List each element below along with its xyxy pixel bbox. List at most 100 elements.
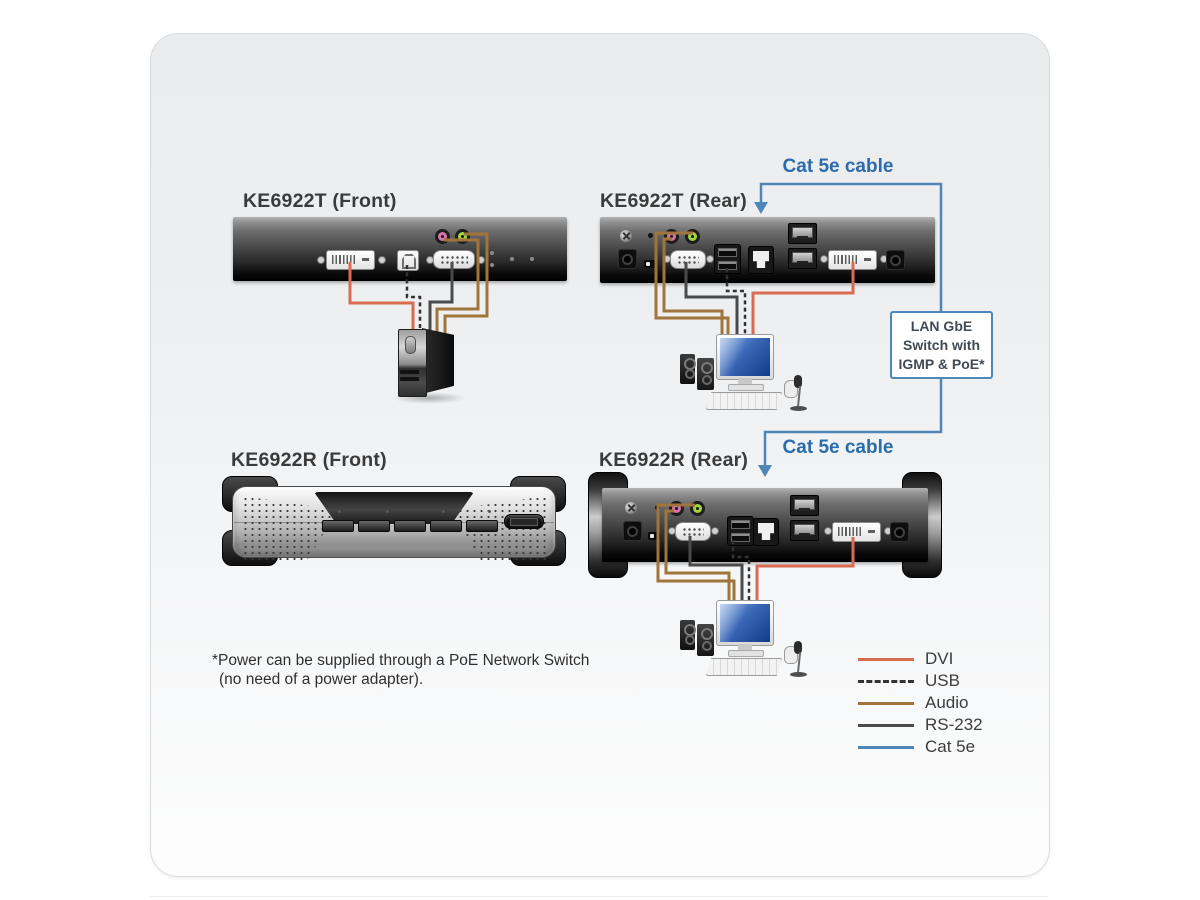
status-led bbox=[530, 257, 534, 261]
speaker-audio-jack bbox=[690, 501, 705, 516]
monitor bbox=[716, 600, 774, 646]
page-divider bbox=[150, 896, 1048, 897]
dvi-port bbox=[326, 250, 375, 270]
usb-b-port bbox=[397, 250, 419, 271]
lan-rj45-port bbox=[753, 518, 779, 546]
speaker-icon bbox=[680, 354, 696, 384]
screw-icon bbox=[477, 256, 485, 264]
title-ke6922t-front: KE6922T (Front) bbox=[243, 190, 397, 212]
lan-switch-box-line: LAN GbE bbox=[910, 317, 973, 334]
microphone-base bbox=[790, 672, 807, 677]
legend-label: DVI bbox=[925, 649, 954, 668]
rs232-db9-port bbox=[433, 250, 475, 269]
legend-item: Cat 5e bbox=[858, 736, 983, 758]
speaker-icon bbox=[697, 624, 714, 656]
monitor-stand bbox=[738, 378, 752, 385]
speaker-icon bbox=[680, 620, 696, 650]
mic-audio-jack bbox=[435, 229, 450, 244]
ke6922t-rear-device bbox=[600, 217, 935, 283]
legend-swatch-cat5e bbox=[858, 745, 914, 749]
monitor-base bbox=[728, 650, 764, 657]
mode-switch bbox=[648, 532, 660, 540]
legend-swatch-audio bbox=[858, 701, 914, 705]
monitor-screen bbox=[720, 338, 770, 376]
status-led bbox=[510, 257, 514, 261]
mic-audio-jack bbox=[669, 501, 684, 516]
legend-label: RS-232 bbox=[925, 715, 983, 734]
ke6922r-front-device bbox=[218, 470, 570, 570]
speaker-icon bbox=[697, 358, 714, 390]
rs232-db9-port bbox=[670, 250, 706, 269]
legend-label: Audio bbox=[925, 693, 969, 712]
screw-icon bbox=[706, 255, 714, 263]
usb-a-ports bbox=[727, 516, 754, 546]
screw-icon bbox=[317, 256, 325, 264]
screw-icon bbox=[824, 527, 832, 535]
keyboard bbox=[706, 392, 782, 410]
dvi-port bbox=[828, 250, 877, 270]
status-led bbox=[490, 251, 494, 255]
legend-swatch-dvi bbox=[858, 657, 914, 661]
reset-hole bbox=[655, 505, 660, 510]
status-led bbox=[442, 510, 445, 513]
mic-audio-jack bbox=[664, 229, 679, 244]
panel-button bbox=[466, 520, 498, 532]
title-ke6922t-rear: KE6922T (Rear) bbox=[600, 190, 747, 212]
lan-switch-box-line: Switch with bbox=[903, 336, 980, 353]
front-bezel-band bbox=[314, 492, 474, 524]
panel-button bbox=[394, 520, 426, 532]
monitor bbox=[716, 334, 774, 380]
status-led bbox=[386, 510, 389, 513]
workstation bbox=[678, 330, 818, 422]
cat5e-cable-label-bottom: Cat 5e cable bbox=[782, 437, 894, 458]
rs232-db9-port bbox=[675, 522, 711, 541]
screw-icon bbox=[820, 255, 828, 263]
title-ke6922r-rear: KE6922R (Rear) bbox=[599, 449, 749, 471]
legend-swatch-rs232 bbox=[858, 723, 914, 727]
monitor-base bbox=[728, 384, 764, 391]
footnote-line: (no need of a power adapter). bbox=[219, 671, 424, 688]
panel-button bbox=[430, 520, 462, 532]
status-led bbox=[488, 510, 491, 513]
lan-switch-box-line: IGMP & PoE* bbox=[898, 355, 985, 372]
power-jack bbox=[623, 521, 642, 541]
power-jack bbox=[890, 522, 909, 542]
workstation bbox=[678, 596, 818, 688]
drive-bay bbox=[400, 377, 419, 381]
monitor-stand bbox=[738, 644, 752, 651]
power-jack bbox=[618, 249, 637, 269]
speaker-audio-jack bbox=[455, 229, 470, 244]
legend-item: Audio bbox=[858, 692, 983, 714]
dvi-port bbox=[832, 522, 881, 542]
legend-label: USB bbox=[925, 671, 960, 690]
lan-rj45-port bbox=[748, 246, 774, 274]
status-led bbox=[338, 510, 341, 513]
legend-item: RS-232 bbox=[858, 714, 983, 736]
sfp-port bbox=[790, 495, 819, 516]
footnote-line: *Power can be supplied through a PoE Net… bbox=[212, 652, 590, 669]
sfp-port bbox=[790, 520, 819, 541]
mode-switch bbox=[644, 260, 656, 268]
lan-switch-box: LAN GbE Switch with IGMP & PoE* bbox=[890, 311, 993, 379]
drive-bay bbox=[400, 370, 419, 374]
ke6922r-rear-device bbox=[588, 470, 942, 580]
speaker-audio-jack bbox=[685, 229, 700, 244]
tower-front bbox=[398, 329, 427, 397]
keyboard bbox=[706, 658, 782, 676]
ke6922t-front-device bbox=[233, 217, 567, 281]
panel-button bbox=[358, 520, 390, 532]
monitor-screen bbox=[720, 604, 770, 642]
cat5e-cable-label-top: Cat 5e cable bbox=[782, 156, 894, 177]
legend-item: DVI bbox=[858, 648, 983, 670]
power-jack bbox=[886, 250, 905, 270]
rear-panel bbox=[602, 488, 928, 562]
grounding-screw-icon bbox=[620, 230, 632, 242]
computer-tower bbox=[392, 326, 466, 404]
usb-a-ports bbox=[714, 244, 741, 274]
tower-side bbox=[422, 328, 454, 394]
usb-port bbox=[504, 514, 544, 529]
sfp-port bbox=[788, 223, 817, 244]
grounding-screw-icon bbox=[625, 502, 637, 514]
screw-icon bbox=[711, 527, 719, 535]
